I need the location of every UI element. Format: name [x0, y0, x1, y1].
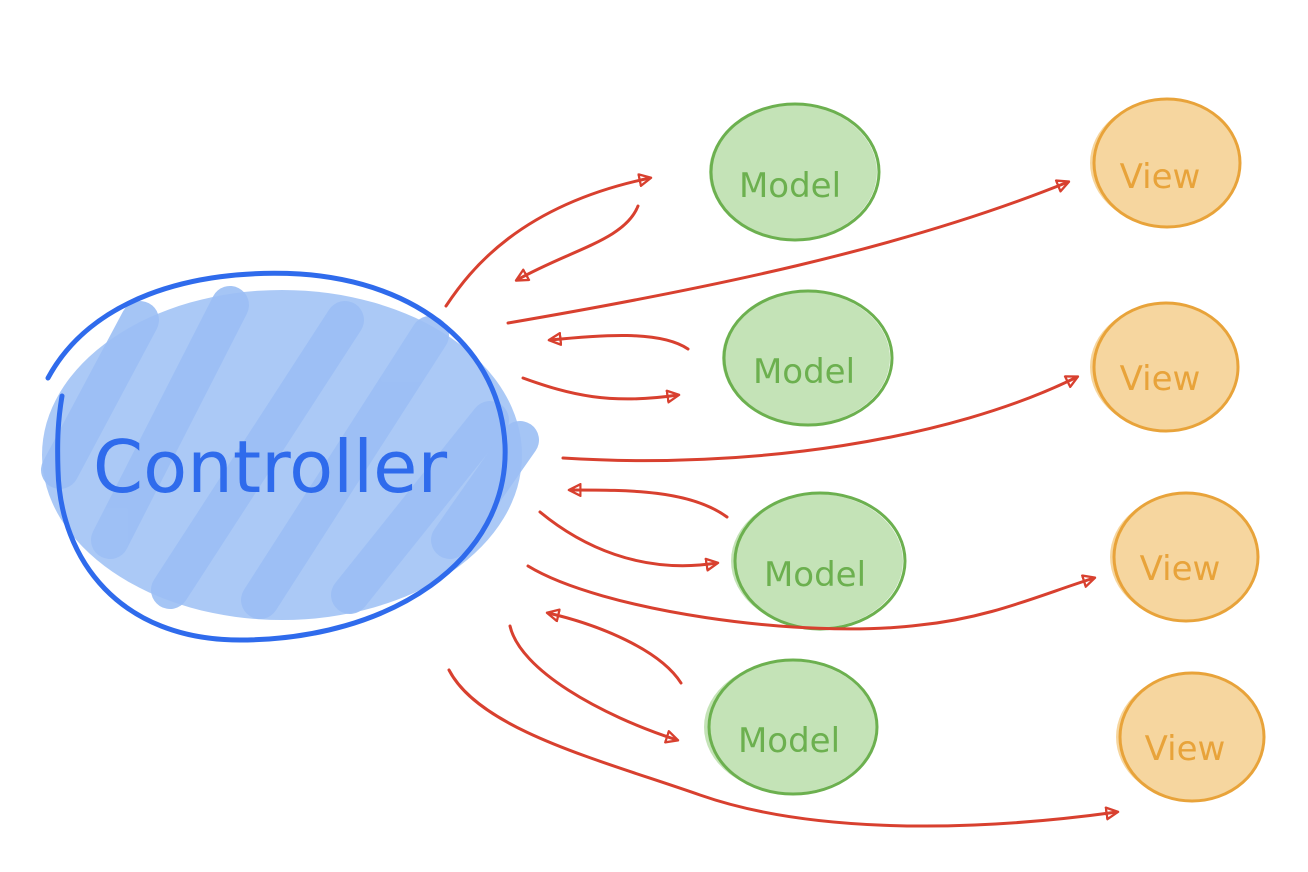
arrow-model-4-to-controller [545, 608, 683, 685]
arrow-controller-to-model-3 [538, 510, 720, 572]
arrow-controller-to-view-3 [526, 564, 1097, 631]
model-node-2: Model [722, 289, 894, 427]
model-label: Model [753, 352, 855, 392]
model-outline [709, 102, 881, 242]
controller-node: Controller [41, 270, 539, 643]
view-outline [1092, 301, 1240, 433]
arrow-controller-to-view-4 [447, 668, 1120, 828]
view-label: View [1140, 549, 1221, 589]
view-node-2: View [1090, 301, 1240, 433]
arrow-controller-to-model-1 [444, 173, 653, 308]
controller-label: Controller [93, 425, 448, 509]
model-outline [707, 658, 879, 796]
view-outline [1112, 491, 1260, 623]
model-label: Model [738, 721, 840, 761]
view-label: View [1120, 359, 1201, 399]
arrow-model-3-to-controller [567, 483, 729, 519]
model-label: Model [764, 555, 866, 595]
arrow-controller-to-view-1 [506, 179, 1071, 325]
view-label: View [1120, 157, 1201, 197]
view-outline [1092, 97, 1242, 229]
arrow-model-1-to-controller [514, 204, 640, 282]
view-node-1: View [1090, 97, 1242, 229]
controller-scribble [41, 286, 539, 619]
model-node-3: Model [731, 491, 907, 631]
model-node-4: Model [704, 658, 879, 796]
view-node-4: View [1116, 671, 1266, 803]
arrow-controller-to-model-4 [508, 624, 680, 744]
model-label: Model [739, 166, 841, 206]
controller-outline [45, 270, 508, 643]
arrow-model-2-to-controller [547, 331, 690, 351]
arrows [444, 173, 1120, 828]
model-node-1: Model [709, 102, 881, 242]
model-outline [722, 289, 894, 427]
arrow-controller-to-model-2 [521, 376, 681, 404]
view-label: View [1145, 729, 1226, 769]
arrow-controller-to-view-2 [561, 375, 1080, 463]
view-node-3: View [1110, 491, 1260, 623]
view-outline [1118, 671, 1266, 803]
